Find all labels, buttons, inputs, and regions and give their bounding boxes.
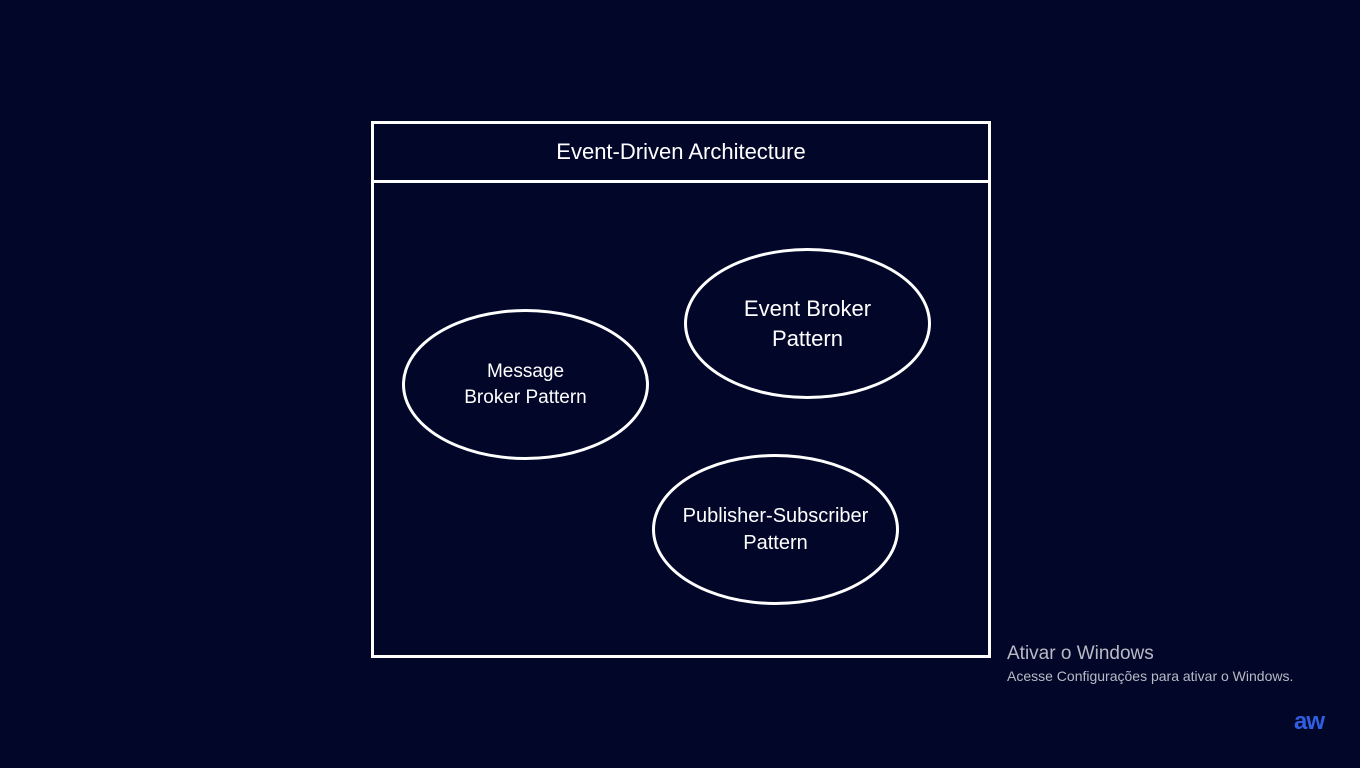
publisher-subscriber-node: Publisher-Subscriber Pattern (652, 454, 899, 605)
message-broker-node: Message Broker Pattern (402, 309, 649, 460)
activation-watermark-subtitle: Acesse Configurações para ativar o Windo… (1007, 668, 1294, 684)
activation-watermark-title: Ativar o Windows (1007, 643, 1154, 664)
event-broker-node: Event Broker Pattern (684, 248, 931, 399)
event-broker-label: Event Broker Pattern (743, 295, 872, 351)
architecture-container: Event-Driven Architecture (371, 121, 991, 658)
publisher-subscriber-label: Publisher-Subscriber Pattern (682, 504, 869, 554)
message-broker-label: Message Broker Pattern (464, 360, 587, 408)
diagram-title: Event-Driven Architecture (374, 124, 988, 183)
aw-logo-icon: aw (1294, 708, 1325, 735)
